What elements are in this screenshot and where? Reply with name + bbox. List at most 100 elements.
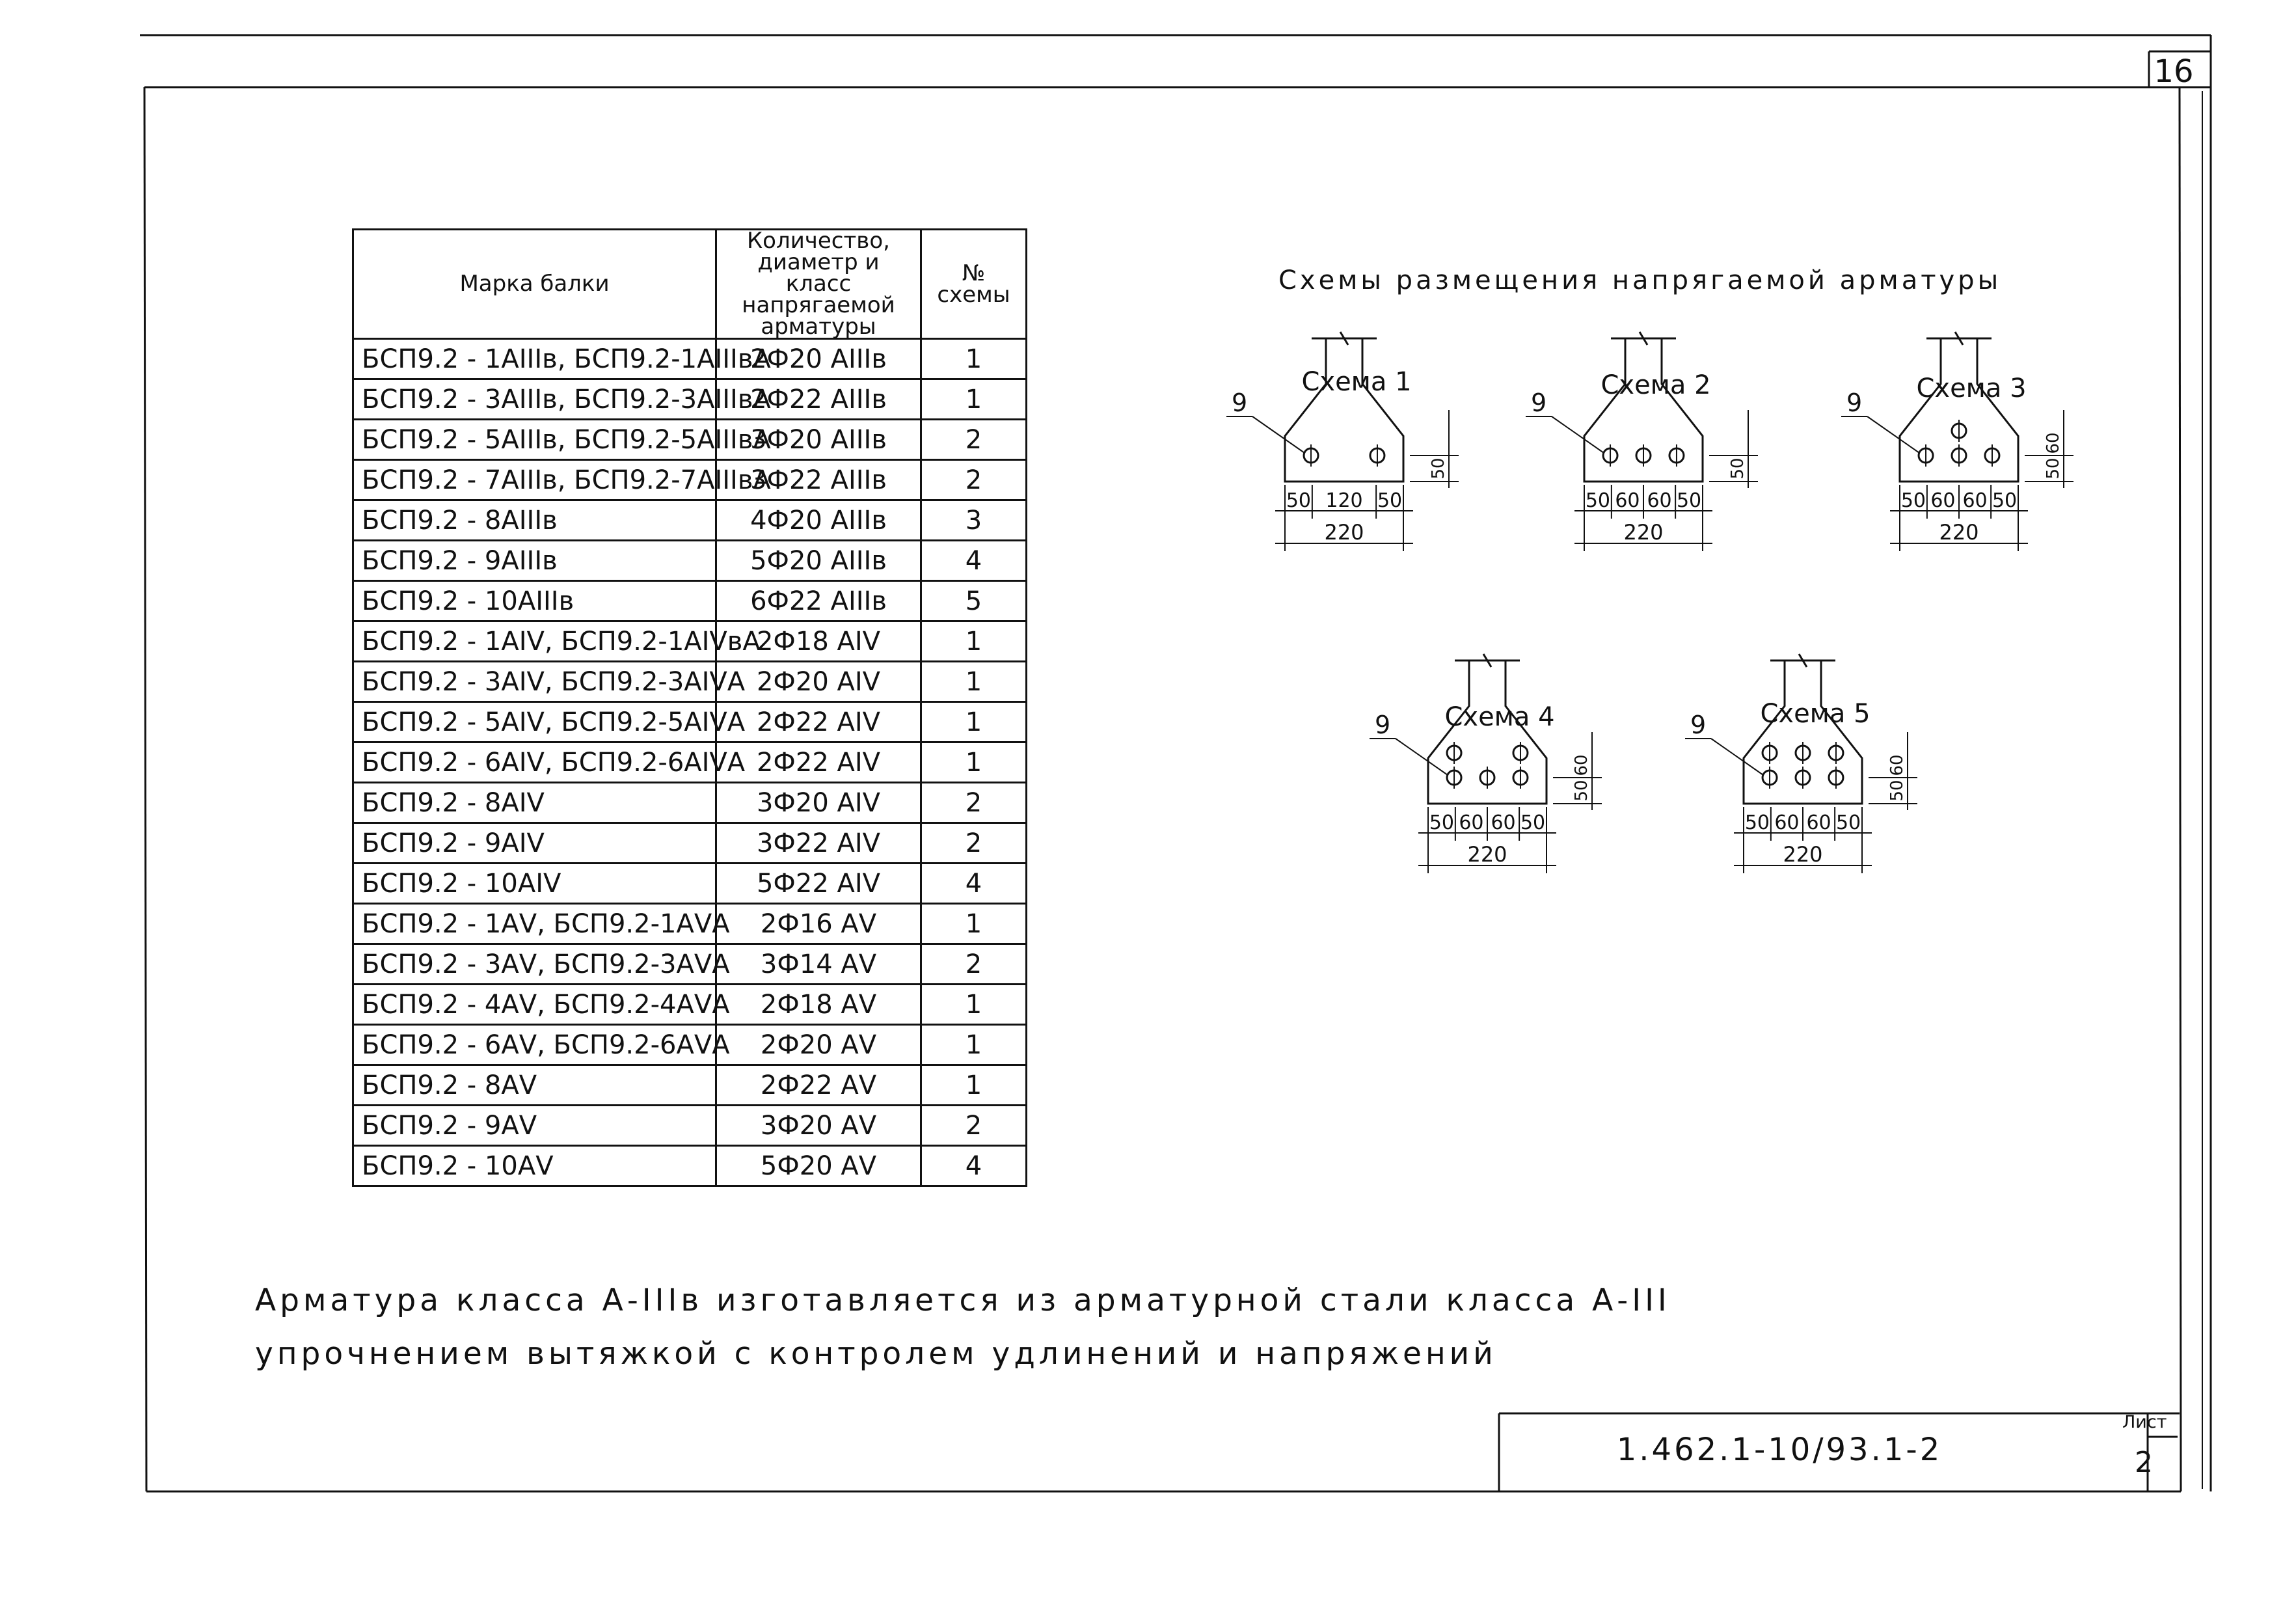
break-line [1455, 653, 1520, 668]
break-line [1312, 331, 1377, 346]
pointer-leader [1395, 738, 1448, 776]
dim-value: 60 [1459, 811, 1483, 834]
side-dim-value: 60 [2044, 432, 2063, 454]
cell-mark: БСП9.2 - 10АIIIв [352, 580, 717, 622]
side-dim-value: 50 [1429, 457, 1448, 479]
dim-value: 60 [1647, 489, 1671, 512]
cell-scheme: 1 [920, 620, 1027, 662]
cell-armature: 6Ф22 АIIIв [715, 580, 922, 622]
pointer-leader [1551, 416, 1604, 454]
cell-armature: 2Ф20 АV [715, 1024, 922, 1066]
dim-value: 50 [1286, 489, 1311, 512]
header-mark: Марка балки [352, 228, 717, 340]
cell-scheme: 4 [920, 539, 1027, 582]
scheme-label: Схема 3 [1916, 374, 2026, 403]
schemes-title: Схемы размещения напрягаемой арматуры [1278, 265, 2002, 295]
pointer-leader [1867, 416, 1920, 454]
break-line [1770, 653, 1835, 668]
section-outline [1427, 660, 1548, 805]
cell-mark: БСП9.2 - 8АV [352, 1064, 717, 1106]
cell-mark: БСП9.2 - 8АIIIв [352, 499, 717, 541]
cell-mark: БСП9.2 - 1АV, БСП9.2-1АVА [352, 903, 730, 945]
cell-armature: 2Ф16 АV [715, 903, 922, 945]
cell-scheme: 1 [920, 701, 1027, 743]
cell-armature: 3Ф22 АIV [715, 822, 922, 864]
break-line [1926, 331, 1992, 346]
dim-value: 60 [1774, 811, 1799, 834]
dim-value: 50 [1992, 489, 2017, 512]
dim-value: 50 [1429, 811, 1454, 834]
note-line-1: Арматура класса А-IIIв изготавляется из … [255, 1283, 1671, 1318]
cell-mark: БСП9.2 - 9АV [352, 1104, 717, 1147]
cell-scheme: 1 [920, 903, 1027, 945]
pointer-label: 9 [1375, 711, 1390, 739]
cell-mark: БСП9.2 - 10АIV [352, 862, 717, 905]
cell-scheme: 1 [920, 1024, 1027, 1066]
section-outline [1898, 338, 2019, 483]
note-line-2: упрочнением вытяжкой с контролем удлинен… [255, 1336, 1497, 1372]
cell-armature: 2Ф18 АIV [715, 620, 922, 662]
side-dim-value: 60 [1572, 754, 1591, 776]
cell-mark: БСП9.2 - 6АIV, БСП9.2-6АIVА [352, 741, 745, 783]
dim-value: 50 [1745, 811, 1770, 834]
cell-armature: 4Ф20 АIIIв [715, 499, 922, 541]
scheme-label: Схема 2 [1600, 370, 1710, 400]
cell-scheme: 2 [920, 822, 1027, 864]
dim-value: 50 [1901, 489, 1926, 512]
cell-armature: 2Ф22 АIV [715, 701, 922, 743]
cell-armature: 2Ф22 АIV [715, 741, 922, 783]
break-line [1611, 331, 1676, 346]
cell-mark: БСП9.2 - 5АIIIв, БСП9.2-5АIIIвА [352, 418, 771, 461]
cell-scheme: 1 [920, 983, 1027, 1026]
cell-armature: 3Ф20 АIV [715, 782, 922, 824]
cell-mark: БСП9.2 - 8АIV [352, 782, 717, 824]
cell-armature: 2Ф18 АV [715, 983, 922, 1026]
cell-scheme: 5 [920, 580, 1027, 622]
cell-scheme: 1 [920, 338, 1027, 380]
cell-mark: БСП9.2 - 1АIV, БСП9.2-1АIVвА [352, 620, 761, 662]
sheet-frame [140, 34, 2212, 1493]
scheme-label: Схема 4 [1444, 702, 1554, 732]
table-header-row: Марка балки Количество, диаметр и класс … [352, 228, 1027, 340]
cell-mark: БСП9.2 - 7АIIIв, БСП9.2-7АIIIвА [352, 459, 771, 501]
side-dim-value: 50 [1887, 780, 1907, 801]
side-dim-value: 60 [1887, 754, 1907, 776]
cell-mark: БСП9.2 - 3АIIIв, БСП9.2-3АIIIвА [352, 378, 771, 420]
cell-mark: БСП9.2 - 3АV, БСП9.2-3АVА [352, 943, 730, 985]
section-outline [1284, 338, 1405, 483]
pointer-label: 9 [1531, 388, 1546, 417]
cell-scheme: 1 [920, 1064, 1027, 1106]
dim-total: 220 [1467, 842, 1507, 867]
cell-mark: БСП9.2 - 5АIV, БСП9.2-5АIVА [352, 701, 745, 743]
cell-mark: БСП9.2 - 9АIV [352, 822, 717, 864]
side-dim-value: 50 [1572, 780, 1591, 801]
document-code: 1.462.1-10/93.1-2 [1616, 1432, 1943, 1468]
dim-value: 50 [1586, 489, 1610, 512]
cell-scheme: 2 [920, 1104, 1027, 1147]
side-dim-value: 50 [1728, 457, 1748, 479]
cell-mark: БСП9.2 - 4АV, БСП9.2-4АVА [352, 983, 730, 1026]
cell-scheme: 1 [920, 378, 1027, 420]
cell-armature: 3Ф22 АIIIв [715, 459, 922, 501]
pointer-label: 9 [1232, 388, 1247, 417]
page-number: 16 [2154, 53, 2194, 90]
cell-mark: БСП9.2 - 3АIV, БСП9.2-3АIVА [352, 660, 745, 703]
dim-value: 50 [1836, 811, 1861, 834]
